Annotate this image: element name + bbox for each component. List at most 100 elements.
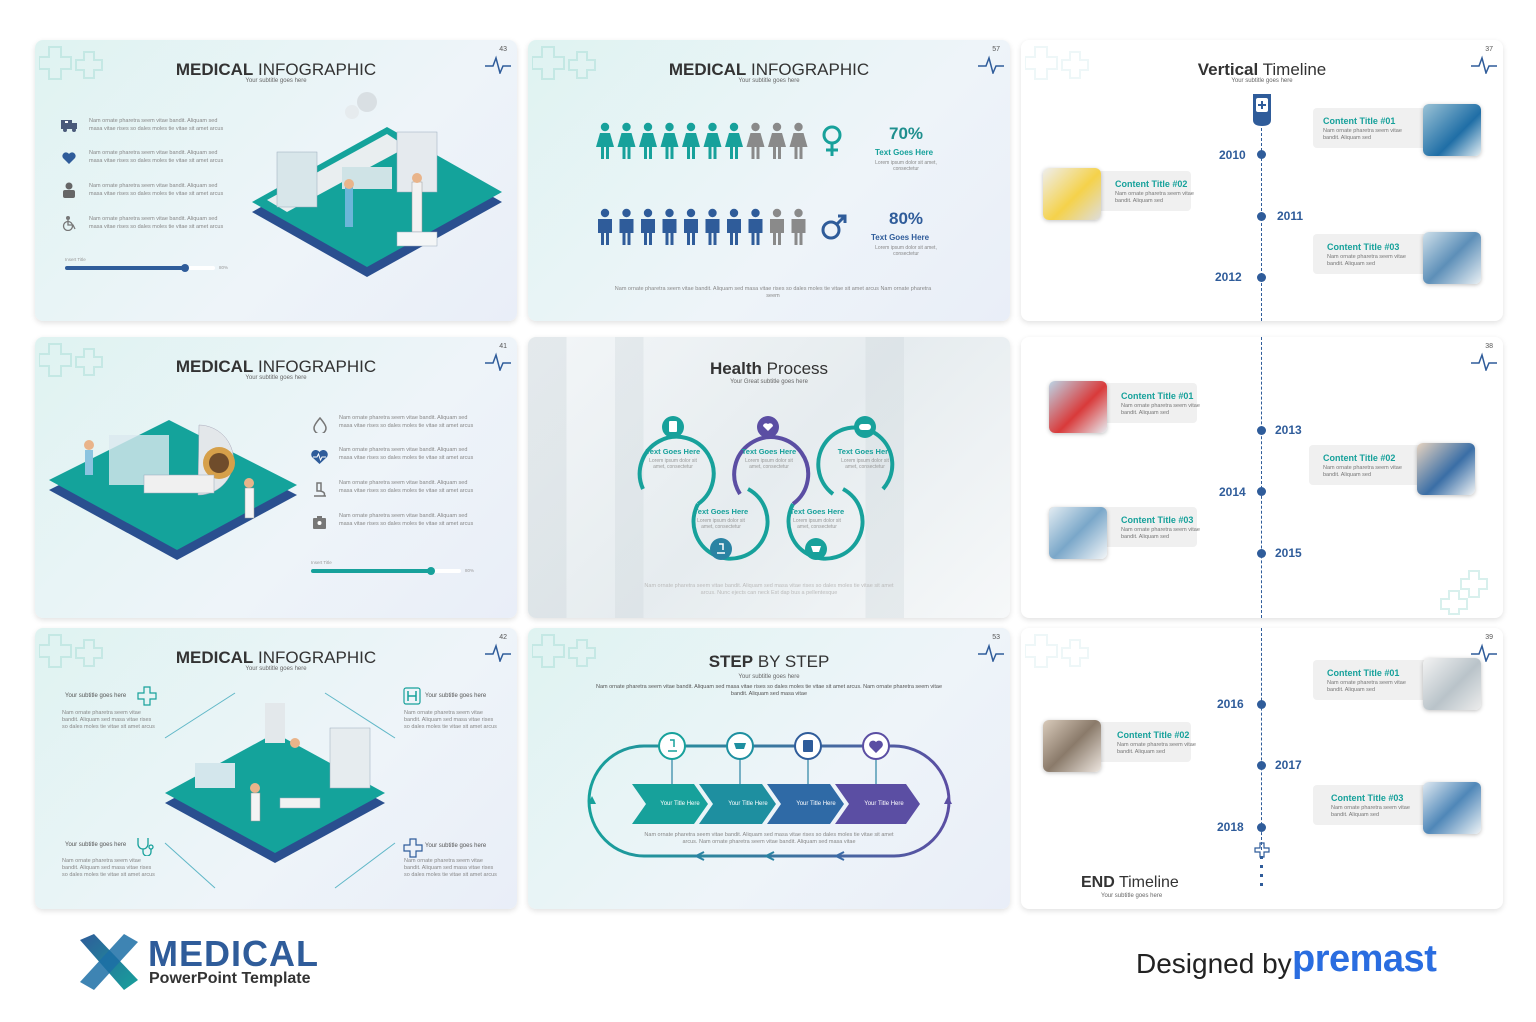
female-person-icon xyxy=(639,122,657,159)
timeline-year: 2010 xyxy=(1219,148,1246,162)
cross-pattern-icon xyxy=(1025,46,1089,80)
male-desc: Lorem ipsum dolor sit amet, consectetur xyxy=(875,245,937,257)
slide-step-by-step-53[interactable]: 53 STEP BY STEP Your subtitle goes here … xyxy=(528,628,1010,909)
premast-logo[interactable]: premast xyxy=(1292,938,1437,980)
item-text: Nam ornate pharetra seem vitae bandit. A… xyxy=(339,447,474,461)
stethoscope-photo xyxy=(1423,658,1481,710)
scientist-photo xyxy=(1417,443,1475,495)
female-person-icon xyxy=(746,122,765,159)
cross-pattern-icon xyxy=(39,343,103,377)
slide-title: MEDICAL INFOGRAPHIC xyxy=(175,60,377,79)
paperwork-photo xyxy=(1043,720,1101,772)
item-text: Nam ornate pharetra seem vitae bandit. A… xyxy=(89,150,224,164)
slide-medical-infographic-41[interactable]: 41 MEDICAL INFOGRAPHIC Your subtitle goe… xyxy=(35,337,517,618)
corner-text: Nam ornate pharetra seem vitae bandit. A… xyxy=(62,858,155,878)
male-person-icon xyxy=(598,208,612,245)
cross-pattern-icon xyxy=(532,634,596,668)
slide-medical-infographic-43[interactable]: 43 MEDICAL INFOGRAPHIC Your subtitle goe… xyxy=(35,40,517,321)
slide-subtitle: Your subtitle goes here xyxy=(245,375,307,381)
process-step-desc: Lorem ipsum dolor sit amet, consectetur xyxy=(841,458,889,470)
intro-text: Nam ornate pharetra seem vitae bandit. A… xyxy=(595,684,943,697)
item-text: Nam ornate pharetra seem vitae bandit. A… xyxy=(339,480,474,494)
slide-subtitle: Your subtitle goes here xyxy=(245,78,307,84)
timeline-dot xyxy=(1257,426,1266,435)
progress-knob[interactable] xyxy=(181,264,189,272)
male-person-icon xyxy=(662,208,677,245)
female-person-icon xyxy=(703,122,722,159)
timeline-dot xyxy=(1257,273,1266,282)
slide-subtitle: Your Great subtitle goes here xyxy=(730,379,808,385)
process-step-desc: Lorem ipsum dolor sit amet, consectetur xyxy=(697,518,745,530)
team-lab-photo xyxy=(1423,782,1481,834)
timeline-axis xyxy=(1261,628,1262,850)
cross-pattern-icon xyxy=(39,46,103,80)
ambulance-toy-photo xyxy=(1043,168,1101,220)
end-timeline-title: END Timeline xyxy=(1081,874,1179,891)
item-text: Nam ornate pharetra seem vitae bandit. A… xyxy=(89,183,224,197)
slide-vertical-timeline-37[interactable]: 37 Vertical Timeline Your subtitle goes … xyxy=(1021,40,1503,321)
timeline-year: 2017 xyxy=(1275,758,1302,772)
item-text: Nam ornate pharetra seem vitae bandit. A… xyxy=(339,415,474,429)
corner-subtitle: Your subtitle goes here xyxy=(65,842,127,848)
timeline-year: 2012 xyxy=(1215,270,1242,284)
corner-subtitle: Your subtitle goes here xyxy=(425,693,487,699)
timeline-year: 2016 xyxy=(1217,697,1244,711)
step-arrow-label: Your Title Here xyxy=(796,801,836,807)
microscope-icon xyxy=(314,482,326,497)
progress-knob[interactable] xyxy=(427,567,435,575)
wheelchair-icon xyxy=(62,216,76,231)
heartbeat-line-icon xyxy=(485,55,511,74)
progress-percent: 80% xyxy=(465,568,475,573)
female-people-row xyxy=(596,122,808,159)
stethoscope-icon xyxy=(137,838,154,856)
progress-percent: 80% xyxy=(219,265,229,270)
item-text: Nam ornate pharetra seem vitae bandit. A… xyxy=(89,118,224,132)
lab-glassware-photo xyxy=(1423,232,1481,284)
process-step-desc: Lorem ipsum dolor sit amet, consectetur xyxy=(649,458,697,470)
timeline-year: 2014 xyxy=(1219,485,1246,499)
male-person-icon xyxy=(705,208,720,245)
id-card-icon xyxy=(313,516,326,529)
medical-cross-icon xyxy=(1254,842,1270,858)
drop-icon xyxy=(313,417,327,433)
step-arrow-label: Your Title Here xyxy=(660,801,700,807)
male-person-icon xyxy=(791,208,806,245)
brand-subtitle: PowerPoint Template xyxy=(149,970,311,987)
timeline-year: 2011 xyxy=(1277,209,1304,223)
slide-number: 39 xyxy=(1485,634,1493,641)
slide-footer-text: Nam ornate pharetra seem vitae bandit. A… xyxy=(614,286,932,299)
heart-doctor-photo xyxy=(1049,381,1107,433)
cross-pattern-icon xyxy=(532,46,596,80)
medical-cross-icon xyxy=(137,686,157,706)
male-person-icon xyxy=(641,208,655,245)
slide-title: MEDICAL INFOGRAPHIC xyxy=(175,357,377,376)
slide-medical-infographic-57[interactable]: 57 MEDICAL INFOGRAPHIC Your subtitle goe… xyxy=(528,40,1010,321)
slide-medical-infographic-42[interactable]: 42 MEDICAL INFOGRAPHIC Your subtitle goe… xyxy=(35,628,517,909)
slide-subtitle: Your subtitle goes here xyxy=(738,78,800,84)
female-person-icon xyxy=(682,122,700,159)
corner-subtitle: Your subtitle goes here xyxy=(425,843,487,849)
progress-label: Insert Title xyxy=(65,257,86,262)
end-timeline-subtitle: Your subtitle goes here xyxy=(1101,893,1163,899)
male-person-icon xyxy=(619,208,634,245)
female-symbol-icon xyxy=(822,125,842,156)
item-text: Nam ornate pharetra seem vitae bandit. A… xyxy=(89,216,224,230)
step-arrow-label: Your Title Here xyxy=(728,801,768,807)
progress-fill xyxy=(65,266,185,270)
slide-title: Health Process xyxy=(709,359,829,378)
timeline-year: 2018 xyxy=(1217,820,1244,834)
slide-subtitle: Your subtitle goes here xyxy=(245,666,307,672)
male-symbol-icon xyxy=(821,214,847,240)
corner-text: Nam ornate pharetra seem vitae bandit. A… xyxy=(62,710,155,730)
process-step-label: Text Goes Here xyxy=(789,507,845,516)
operating-room-illustration xyxy=(252,92,502,277)
timeline-dot xyxy=(1257,150,1266,159)
slide-health-process[interactable]: Health Process Your Great subtitle goes … xyxy=(528,337,1010,618)
male-person-icon xyxy=(727,208,741,245)
slide-subtitle: Your subtitle goes here xyxy=(1231,78,1293,84)
heartbeat-line-icon xyxy=(1471,352,1497,371)
female-label: Text Goes Here xyxy=(875,148,934,157)
process-step-label: Text Goes Here xyxy=(645,447,701,456)
